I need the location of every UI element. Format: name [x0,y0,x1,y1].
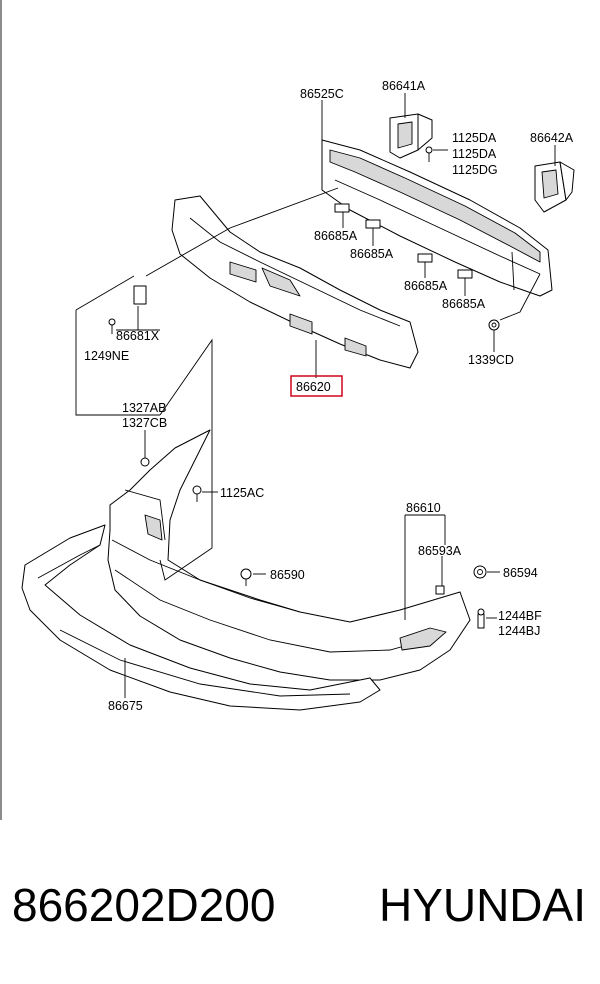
label-86590: 86590 [270,568,305,582]
label-1125AC: 1125AC [220,486,264,500]
label-86593A: 86593A [418,544,462,558]
label-86675: 86675 [108,699,143,713]
label-86685A: 86685A [350,247,394,261]
brand-name: HYUNDAI [378,879,586,931]
label-1125DA: 1125DA [452,131,497,145]
bracket-86642A [534,161,575,213]
energy-absorber-86620 [171,195,419,369]
bolt-1125DA [425,146,433,162]
label-1244BJ: 1244BJ [498,624,540,638]
nut-1339CD [488,319,500,331]
lower-skirt-86675 [21,524,381,711]
fasteners-cover [108,285,487,629]
label-86525C: 86525C [300,87,344,101]
bracket-86641A [389,113,433,159]
label-1327AB: 1327AB [122,401,166,415]
bumper-cover-86610 [107,429,471,681]
label-1327CB: 1327CB [122,416,167,430]
label-1339CD: 1339CD [468,353,514,367]
highlight-box-86620 [290,375,343,397]
part-number: 866202D200 [12,879,276,931]
label-86641A: 86641A [382,79,426,93]
label-1125DG: 1125DG [452,163,498,177]
label-86610: 86610 [406,501,441,515]
footer: 866202D200 HYUNDAI [0,878,600,948]
label-86642A: 86642A [530,131,574,145]
label-1244BF: 1244BF [498,609,542,623]
label-86685A: 86685A [442,297,486,311]
label-86620-highlighted: 86620 [296,380,331,394]
leader-lines [75,93,556,698]
label-86681X: 86681X [116,329,160,343]
label-1125DA: 1125DA [452,147,497,161]
bumper-beam-86525C [321,139,553,297]
callout-labels: 86525C 86641A 1125DA 1125DA 1125DG 86642… [84,79,574,713]
label-86685A: 86685A [404,279,448,293]
label-1249NE: 1249NE [84,349,129,363]
label-86594: 86594 [503,566,538,580]
label-86685A: 86685A [314,229,358,243]
